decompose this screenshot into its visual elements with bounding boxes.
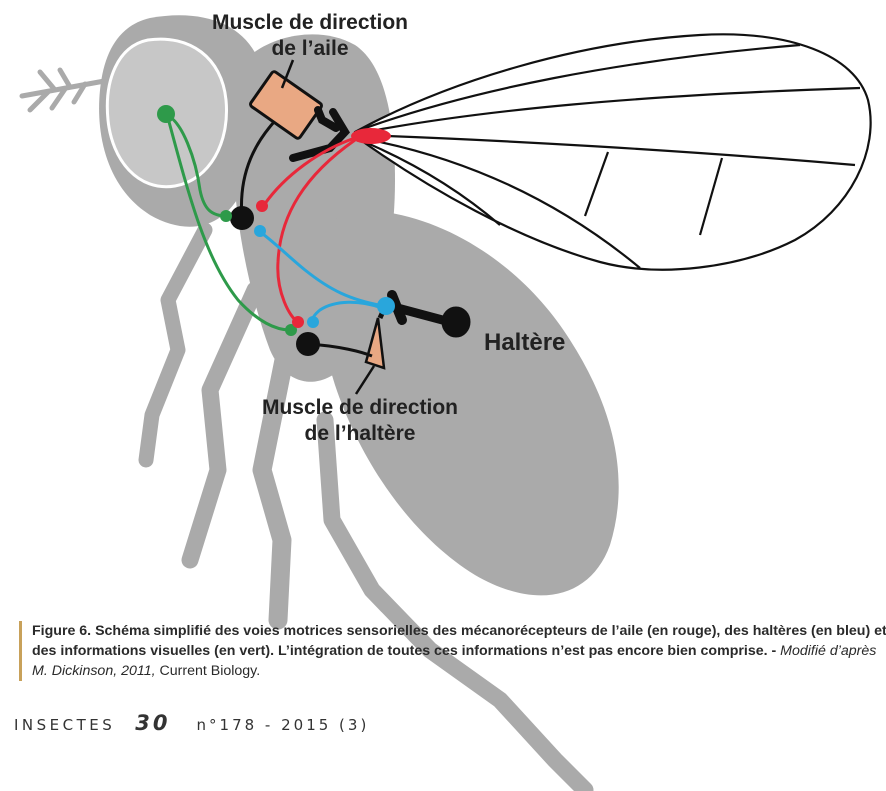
haltere-label: Haltère xyxy=(484,328,565,358)
wing-muscle-label: Muscle de direction de l’aile xyxy=(180,10,440,63)
haltere-mechanoreceptor xyxy=(377,297,395,315)
wing-muscle-label-line-1: Muscle de direction xyxy=(180,10,440,36)
footer-journal-name: INSECTES xyxy=(14,716,115,734)
haltere-knob xyxy=(442,307,470,337)
footer-issue: n°178 - 2015 (3) xyxy=(197,716,370,734)
caption-main-text: Figure 6. Schéma simplifié des voies mot… xyxy=(32,623,886,659)
wing-muscle-label-line-2: de l’aile xyxy=(180,36,440,62)
haltere-motor-neuron xyxy=(296,332,320,356)
haltere-muscle-label-line-2: de l’haltère xyxy=(220,421,500,447)
wing-node-wing-neuron xyxy=(256,200,268,212)
footer-page-number: 30 xyxy=(135,711,170,735)
haltere-node-haltere-neuron xyxy=(307,316,319,328)
figure-caption: Figure 6. Schéma simplifié des voies mot… xyxy=(19,621,886,681)
wing-node-haltere-neuron xyxy=(292,316,304,328)
wing-motor-neuron xyxy=(230,206,254,230)
wing-mechanoreceptor xyxy=(351,128,391,144)
haltere-node-wing-neuron xyxy=(254,225,266,237)
visual-node-wing xyxy=(220,210,232,222)
haltere-muscle-label-line-1: Muscle de direction xyxy=(220,395,500,421)
visual-input-node xyxy=(157,105,175,123)
antenna-arista xyxy=(22,70,110,110)
caption-journal: Current Biology. xyxy=(156,663,261,679)
haltere-muscle-label: Muscle de direction de l’haltère xyxy=(220,395,500,448)
page-footer: INSECTES 30 n°178 - 2015 (3) xyxy=(14,711,369,735)
